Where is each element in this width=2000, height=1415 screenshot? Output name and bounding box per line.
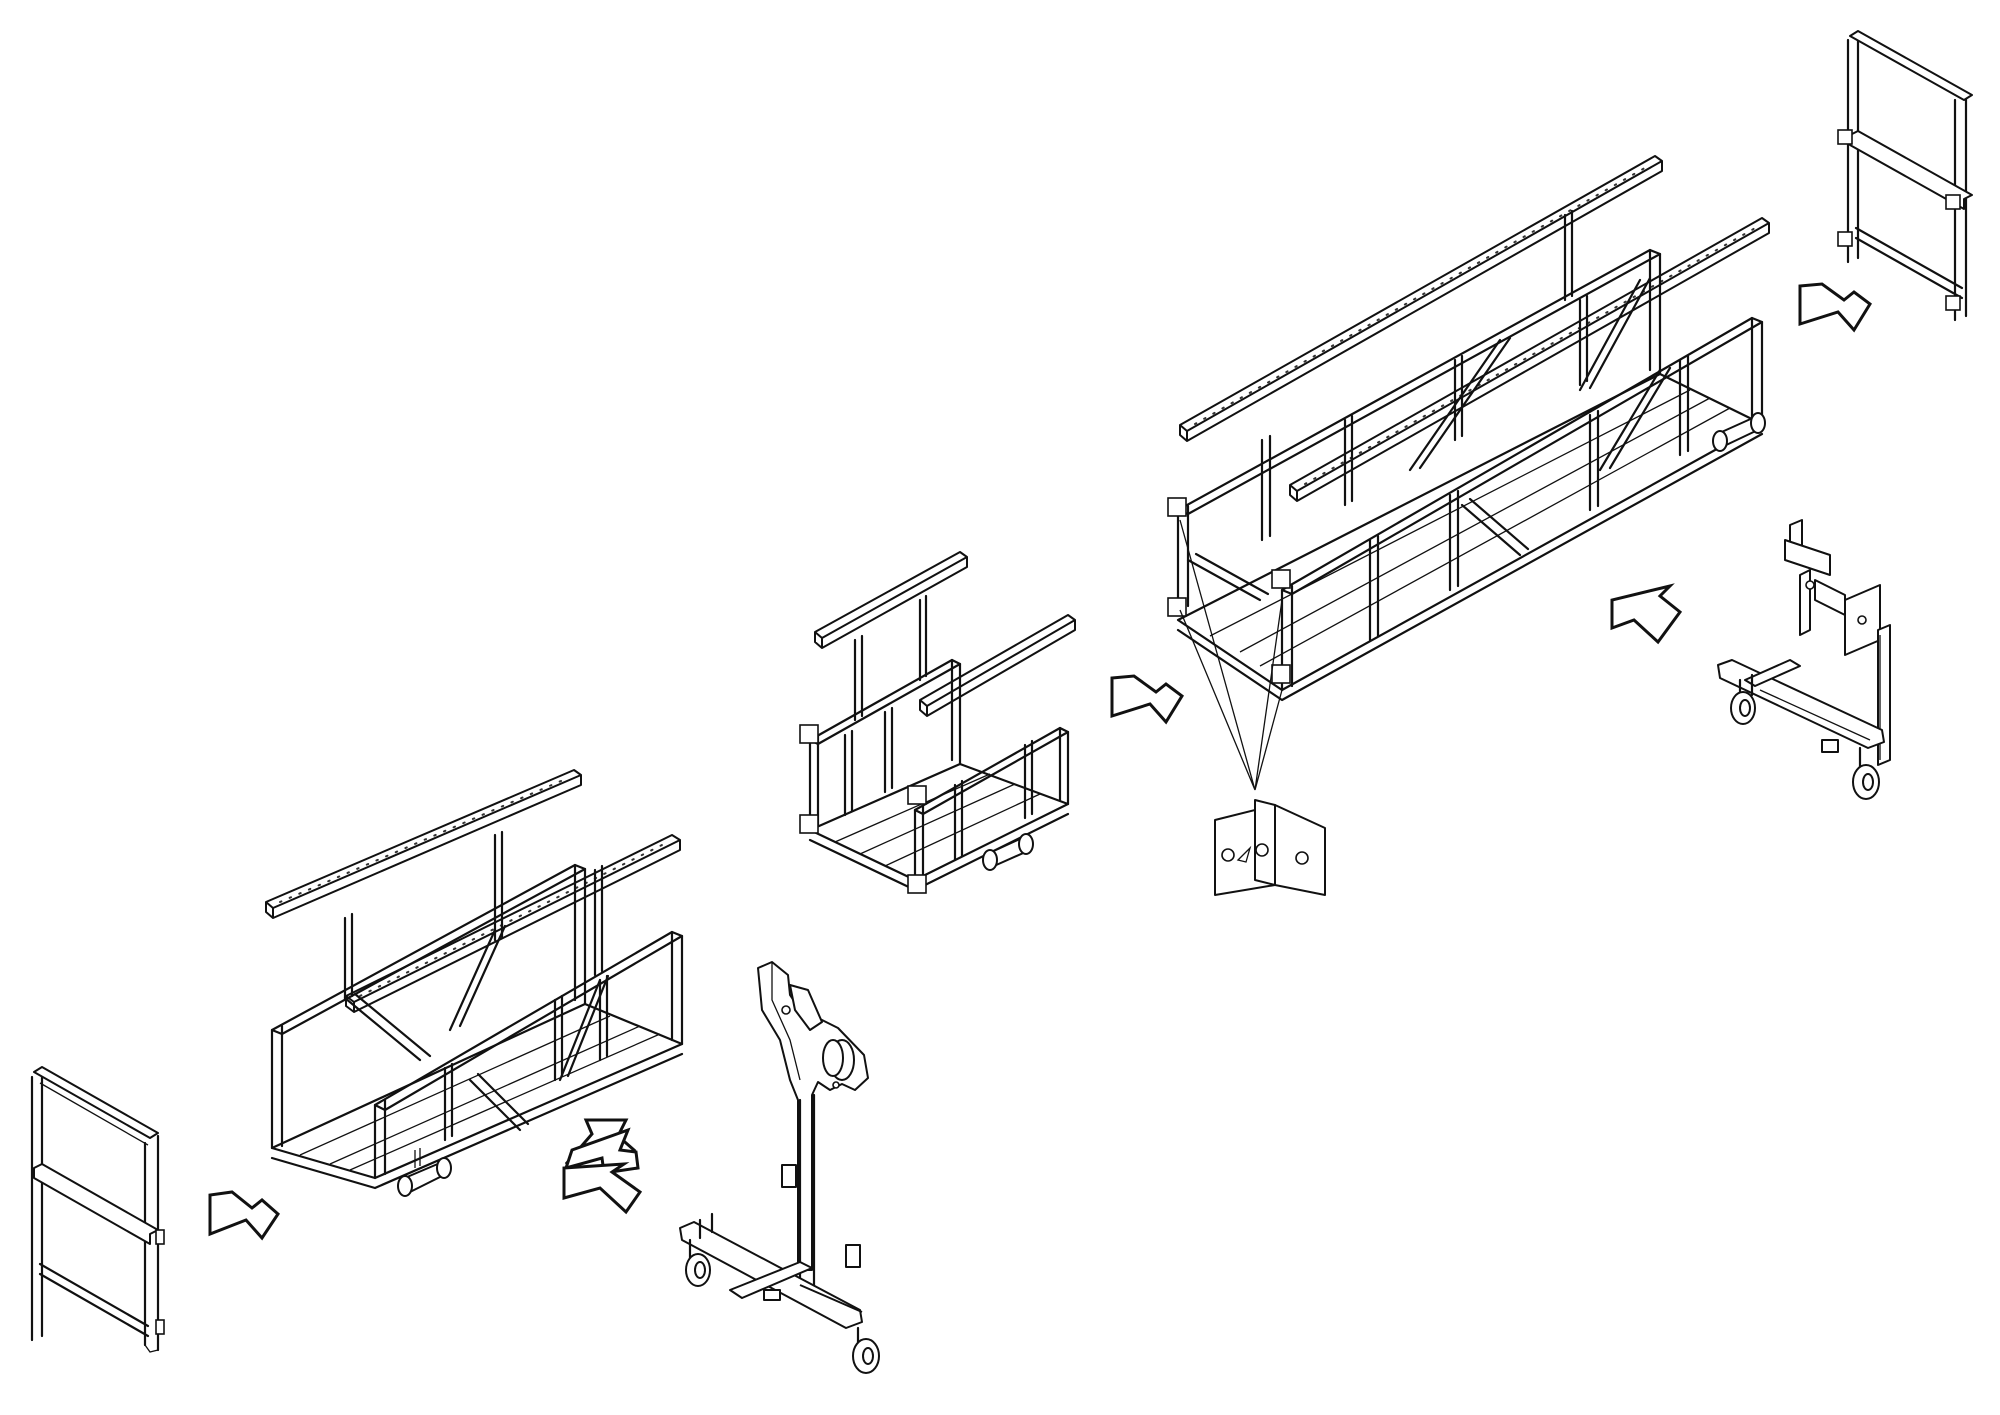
- outboard-mount-frame: [1717, 519, 1891, 800]
- assembly-arrow-1: [208, 1190, 280, 1241]
- assembly-arrow-7: [1798, 282, 1872, 333]
- end-gate-right: [1837, 30, 1973, 322]
- stirrup-hoist-mount: [679, 961, 880, 1374]
- platform-section-2m: [265, 769, 684, 1197]
- platform-section-3m: [1167, 155, 1770, 791]
- assembly-arrow-3: [563, 1127, 640, 1175]
- end-gate-left: [30, 1066, 165, 1353]
- assembly-arrow-6: [1610, 583, 1683, 645]
- assembly-arrow-4: [562, 1162, 643, 1215]
- connection-plate: [1214, 799, 1326, 896]
- platform-section-1m: [799, 551, 1076, 894]
- assembly-arrow-5: [1110, 674, 1184, 725]
